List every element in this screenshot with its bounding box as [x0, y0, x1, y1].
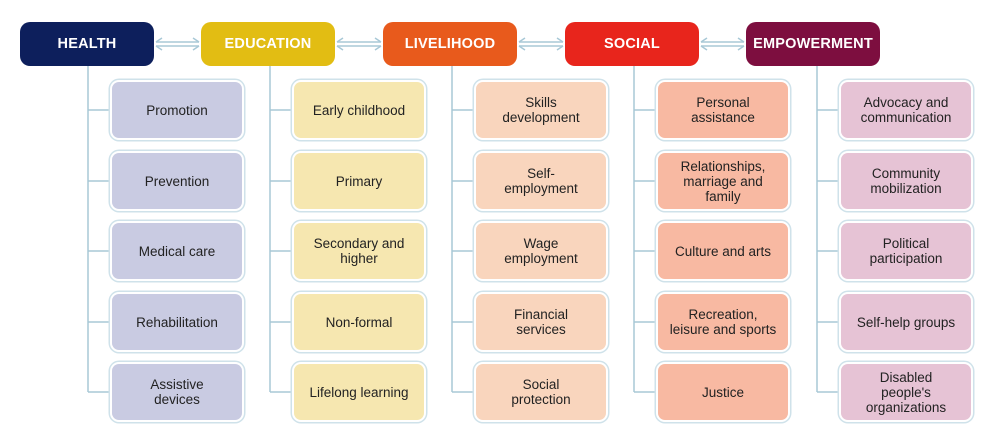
- list-item: Justice: [658, 364, 788, 420]
- list-item: Disabled people's organizations: [841, 364, 971, 420]
- header-link-arrow: [700, 37, 745, 51]
- list-item: Culture and arts: [658, 223, 788, 279]
- list-item: Self-help groups: [841, 294, 971, 350]
- list-item: Relationships, marriage and family: [658, 153, 788, 209]
- list-item: Promotion: [112, 82, 242, 138]
- column-header-livelihood: LIVELIHOOD: [383, 22, 517, 66]
- list-item: Self- employment: [476, 153, 606, 209]
- list-item: Wage employment: [476, 223, 606, 279]
- list-item: Medical care: [112, 223, 242, 279]
- header-link-arrow: [155, 37, 200, 51]
- header-link-arrow: [336, 37, 382, 51]
- list-item: Secondary and higher: [294, 223, 424, 279]
- column-header-education: EDUCATION: [201, 22, 335, 66]
- list-item: Early childhood: [294, 82, 424, 138]
- list-item: Personal assistance: [658, 82, 788, 138]
- list-item: Political participation: [841, 223, 971, 279]
- list-item: Recreation, leisure and sports: [658, 294, 788, 350]
- list-item: Assistive devices: [112, 364, 242, 420]
- list-item: Rehabilitation: [112, 294, 242, 350]
- list-item: Lifelong learning: [294, 364, 424, 420]
- list-item: Non-formal: [294, 294, 424, 350]
- list-item: Primary: [294, 153, 424, 209]
- list-item: Advocacy and communication: [841, 82, 971, 138]
- list-item: Financial services: [476, 294, 606, 350]
- list-item: Social protection: [476, 364, 606, 420]
- column-header-empowerment: EMPOWERMENT: [746, 22, 880, 66]
- list-item: Skills development: [476, 82, 606, 138]
- list-item: Community mobilization: [841, 153, 971, 209]
- column-header-health: HEALTH: [20, 22, 154, 66]
- header-link-arrow: [518, 37, 564, 51]
- column-header-social: SOCIAL: [565, 22, 699, 66]
- list-item: Prevention: [112, 153, 242, 209]
